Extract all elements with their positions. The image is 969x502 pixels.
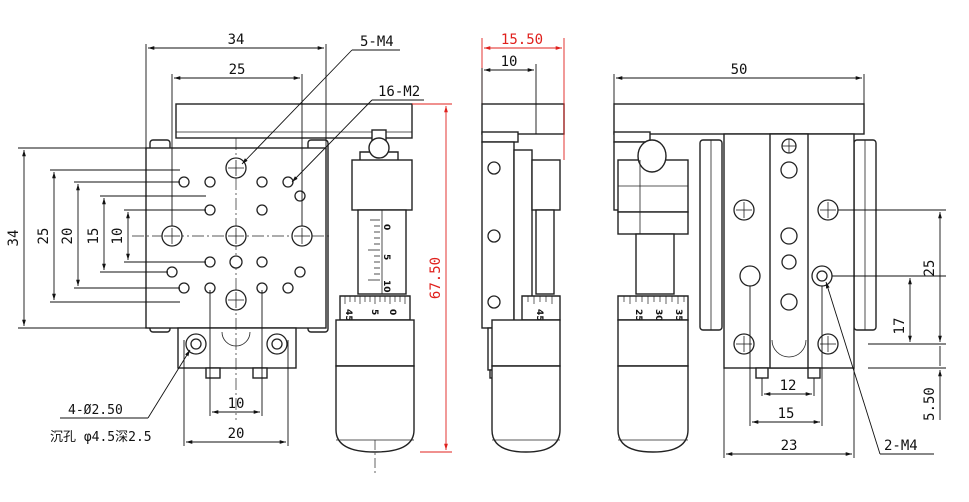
dim-right-bottom-15: 15 bbox=[778, 406, 795, 422]
front-view: 0 5 10 5 0 45 34 25 bbox=[6, 32, 424, 476]
callout-5-m4: 5-M4 bbox=[360, 34, 394, 50]
thimble-tick-5: 5 bbox=[369, 309, 379, 315]
dim-front-height-20: 20 bbox=[60, 228, 76, 245]
right-thimble-tick-35: 35 bbox=[673, 309, 683, 322]
right-top-bracket bbox=[613, 103, 865, 135]
dim-front-height-15: 15 bbox=[86, 228, 102, 245]
scale-tick-5: 5 bbox=[381, 254, 391, 260]
right-thimble-tick-25: 25 bbox=[633, 309, 643, 322]
callout-2-m4: 2-M4 bbox=[884, 438, 918, 454]
thimble-tick-0: 0 bbox=[387, 309, 397, 315]
front-micrometer: 0 5 10 5 0 45 bbox=[335, 129, 415, 476]
m4-holes bbox=[161, 157, 313, 311]
scale-tick-0: 0 bbox=[381, 224, 391, 230]
thimble-tick-45: 45 bbox=[343, 309, 353, 322]
base-foot-left bbox=[205, 367, 221, 379]
base-hole-left-inner bbox=[190, 338, 202, 350]
right-thimble-tick-30: 30 bbox=[653, 309, 663, 322]
callout-4-holes: 4-Ø2.50 bbox=[68, 403, 123, 418]
dim-front-height-25: 25 bbox=[36, 228, 52, 245]
dim-front-width-34: 34 bbox=[228, 32, 245, 48]
scale-tick-10: 10 bbox=[381, 280, 391, 293]
side-view: 45 15.50 10 67.50 bbox=[412, 32, 565, 453]
dim-side-width-15-50: 15.50 bbox=[501, 32, 543, 48]
dim-right-height-25: 25 bbox=[922, 260, 938, 277]
dim-right-bottom-12: 12 bbox=[780, 378, 797, 394]
right-view: 25 30 35 50 bbox=[613, 62, 946, 458]
dim-side-height-67-50: 67.50 bbox=[428, 257, 444, 299]
side-thimble-tick-45: 45 bbox=[534, 309, 544, 322]
dim-right-height-17: 17 bbox=[892, 318, 908, 335]
dim-front-height-10: 10 bbox=[110, 228, 126, 245]
dim-side-width-10: 10 bbox=[501, 54, 518, 70]
dim-front-height-34: 34 bbox=[6, 230, 22, 247]
dim-front-width-25: 25 bbox=[229, 62, 246, 78]
dim-right-width-50: 50 bbox=[731, 62, 748, 78]
callout-16-m2: 16-M2 bbox=[378, 84, 420, 100]
dim-front-bottom-10: 10 bbox=[228, 396, 245, 412]
callout-counterbore: 沉孔 φ4.5深2.5 bbox=[50, 430, 152, 445]
dim-right-height-5-50: 5.50 bbox=[922, 387, 938, 421]
dim-front-bottom-20: 20 bbox=[228, 426, 245, 442]
side-top-bracket bbox=[481, 103, 565, 135]
base-hole-right-inner bbox=[271, 338, 283, 350]
m2-holes bbox=[166, 176, 306, 294]
dim-right-bottom-23: 23 bbox=[781, 438, 798, 454]
base-foot-right bbox=[252, 367, 268, 379]
